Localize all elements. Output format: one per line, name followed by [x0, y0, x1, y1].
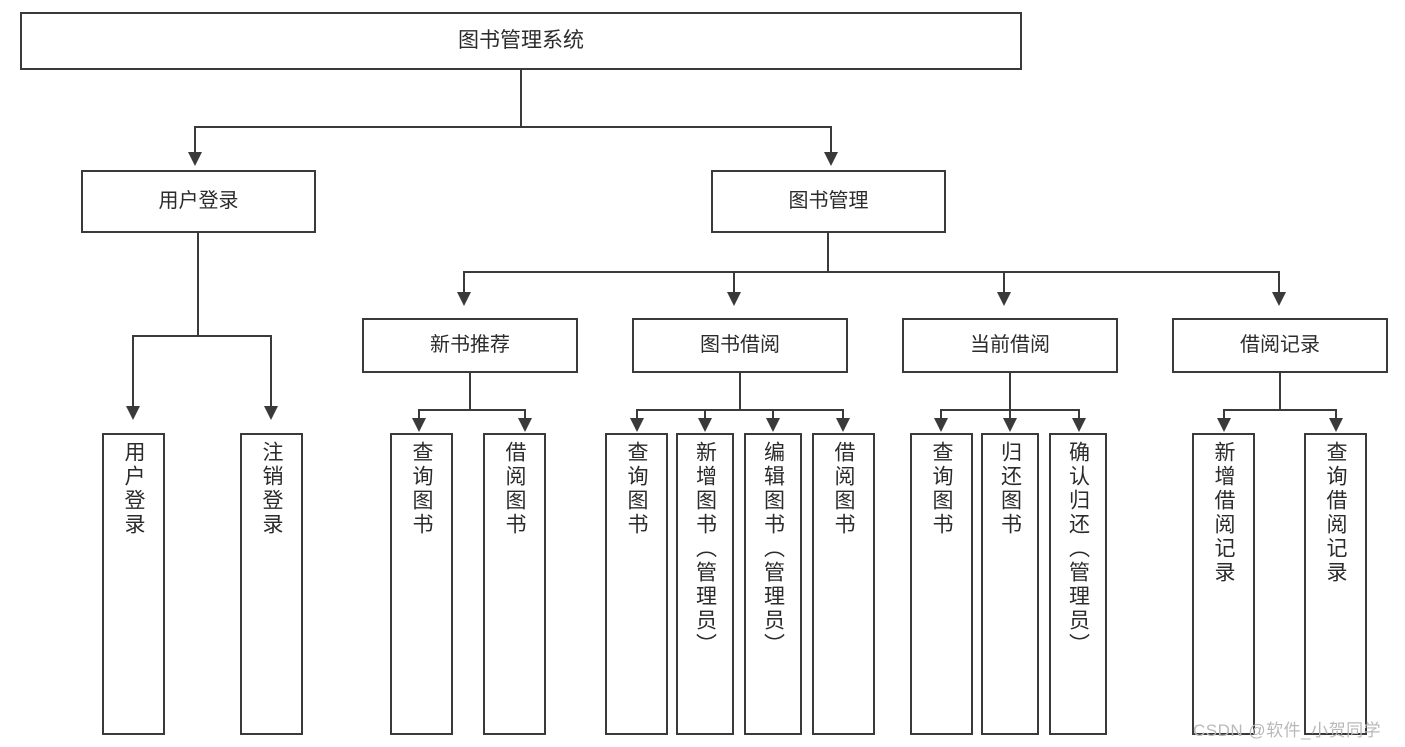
- connector-currentborrow-drop-2: [1009, 409, 1011, 421]
- connector-bookmgmt-drop-3: [1003, 271, 1005, 294]
- node-new-book-recommend[interactable]: 新书推荐: [362, 318, 578, 373]
- arrow-to-leaf-logout: [264, 406, 278, 420]
- leaf-add-book-admin[interactable]: 新增图书（管理员）: [676, 433, 734, 735]
- leaf-edit-book-admin[interactable]: 编辑图书（管理员）: [744, 433, 802, 735]
- connector-currentborrow-drop-3: [1078, 409, 1080, 421]
- connector-bookborrow-bus: [636, 409, 844, 411]
- connector-newbook-stem: [469, 373, 471, 409]
- connector-bookborrow-drop-3: [772, 409, 774, 421]
- leaf-confirm-return-admin[interactable]: 确认归还（管理员）: [1049, 433, 1107, 735]
- leaf-add-borrow-record[interactable]: 新增借阅记录: [1192, 433, 1255, 735]
- node-label: 用户登录: [122, 441, 145, 537]
- node-label: 新书推荐: [430, 334, 510, 356]
- node-label: 借阅图书: [503, 441, 526, 537]
- connector-bookmgmt-stem: [827, 233, 829, 271]
- connector-bookborrow-stem: [739, 373, 741, 409]
- connector-userlogin-stem: [197, 233, 199, 335]
- arrow-to-leaf-return-book: [1003, 418, 1017, 432]
- node-label: 查询图书: [625, 441, 648, 537]
- node-label: 查询图书: [410, 441, 433, 537]
- arrow-to-current-borrow: [997, 292, 1011, 306]
- connector-newbook-drop-2: [524, 409, 526, 421]
- node-label: 用户登录: [158, 190, 239, 212]
- node-label: 借阅图书: [832, 441, 855, 537]
- connector-bookmgmt-bus: [463, 271, 1280, 273]
- arrow-to-leaf-add-record: [1217, 418, 1231, 432]
- node-book-borrow[interactable]: 图书借阅: [632, 318, 848, 373]
- node-user-login[interactable]: 用户登录: [81, 170, 316, 233]
- node-label: 归还图书: [998, 441, 1022, 537]
- node-book-management[interactable]: 图书管理: [711, 170, 946, 233]
- node-label: 查询图书: [930, 441, 953, 537]
- connector-currentborrow-stem: [1009, 373, 1011, 409]
- arrow-to-new-book-recommend: [457, 292, 471, 306]
- leaf-query-book-1[interactable]: 查询图书: [390, 433, 453, 735]
- node-root-book-management-system[interactable]: 图书管理系统: [20, 12, 1022, 70]
- node-current-borrow[interactable]: 当前借阅: [902, 318, 1118, 373]
- arrow-to-leaf-query-book-1: [412, 418, 426, 432]
- connector-bookmgmt-drop-4: [1278, 271, 1280, 294]
- node-label: 查询借阅记录: [1324, 441, 1347, 585]
- node-label: 图书借阅: [700, 334, 780, 356]
- node-borrow-records[interactable]: 借阅记录: [1172, 318, 1388, 373]
- arrow-to-leaf-user-login: [126, 406, 140, 420]
- connector-borrowrecords-drop-1: [1223, 409, 1225, 421]
- connector-currentborrow-drop-1: [940, 409, 942, 421]
- leaf-borrow-book-2[interactable]: 借阅图书: [812, 433, 875, 735]
- connector-bookborrow-drop-1: [636, 409, 638, 421]
- arrow-to-leaf-query-record: [1329, 418, 1343, 432]
- connector-borrowrecords-stem: [1279, 373, 1281, 409]
- arrow-to-book-management: [824, 152, 838, 166]
- arrow-to-leaf-query-book-2: [630, 418, 644, 432]
- connector-root-bus: [194, 126, 832, 128]
- arrow-to-leaf-query-book-3: [934, 418, 948, 432]
- node-label: 新增借阅记录: [1212, 441, 1235, 585]
- arrow-to-leaf-add-book: [698, 418, 712, 432]
- node-label: 确认归还（管理员）: [1066, 441, 1090, 657]
- arrow-to-leaf-edit-book: [766, 418, 780, 432]
- node-label: 新增图书（管理员）: [693, 441, 717, 657]
- leaf-borrow-book-1[interactable]: 借阅图书: [483, 433, 546, 735]
- node-label: 当前借阅: [970, 334, 1050, 356]
- arrow-to-borrow-records: [1272, 292, 1286, 306]
- node-label: 图书管理: [788, 190, 869, 212]
- connector-userlogin-drop-1: [132, 335, 134, 408]
- connector-root-drop-2: [830, 126, 832, 155]
- connector-userlogin-bus: [132, 335, 272, 337]
- node-label: 借阅记录: [1240, 334, 1320, 356]
- connector-userlogin-drop-2: [270, 335, 272, 408]
- arrow-to-leaf-borrow-book-1: [518, 418, 532, 432]
- leaf-return-book[interactable]: 归还图书: [981, 433, 1039, 735]
- connector-newbook-bus: [418, 409, 526, 411]
- leaf-query-book-3[interactable]: 查询图书: [910, 433, 973, 735]
- arrow-to-user-login: [188, 152, 202, 166]
- connector-borrowrecords-bus: [1223, 409, 1337, 411]
- node-label: 图书管理系统: [458, 28, 584, 52]
- node-label: 注销登录: [260, 441, 283, 537]
- connector-bookmgmt-drop-2: [733, 271, 735, 294]
- node-label: 编辑图书（管理员）: [761, 441, 785, 657]
- connector-bookborrow-drop-2: [704, 409, 706, 421]
- leaf-logout[interactable]: 注销登录: [240, 433, 303, 735]
- connector-bookborrow-drop-4: [842, 409, 844, 421]
- arrow-to-book-borrow: [727, 292, 741, 306]
- leaf-query-borrow-record[interactable]: 查询借阅记录: [1304, 433, 1367, 735]
- leaf-user-login[interactable]: 用户登录: [102, 433, 165, 735]
- leaf-query-book-2[interactable]: 查询图书: [605, 433, 668, 735]
- arrow-to-leaf-confirm-return: [1072, 418, 1086, 432]
- connector-newbook-drop-1: [418, 409, 420, 421]
- connector-borrowrecords-drop-2: [1335, 409, 1337, 421]
- connector-root-stem: [520, 70, 522, 126]
- connector-bookmgmt-drop-1: [463, 271, 465, 294]
- arrow-to-leaf-borrow-book-2: [836, 418, 850, 432]
- connector-root-drop-1: [194, 126, 196, 155]
